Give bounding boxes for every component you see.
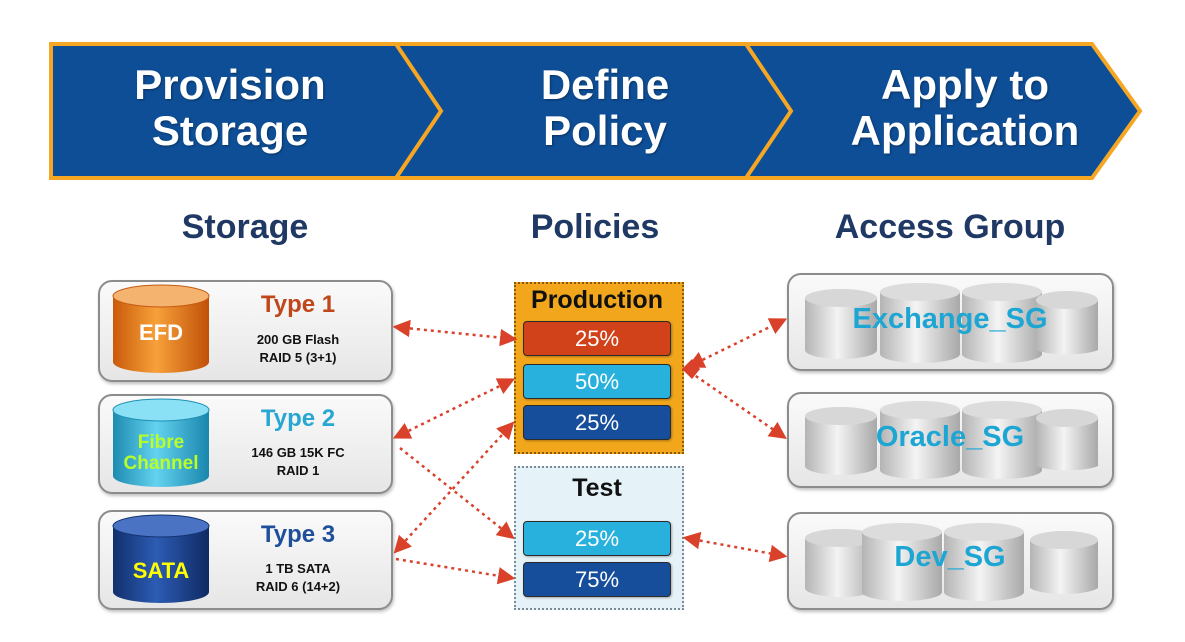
- storage-heading: Storage: [181, 208, 309, 246]
- production-tier-sata: 25%: [523, 405, 671, 440]
- production-connector-node: [682, 359, 700, 379]
- step-provision-line2: Storage: [151, 107, 309, 154]
- step-provision-label: Provision Storage: [95, 62, 365, 154]
- oracle-sg-label: Oracle_SG: [875, 421, 1025, 453]
- test-tier-fc: 25%: [523, 521, 671, 556]
- type2-detail: 146 GB 15K FC RAID 1: [251, 445, 345, 478]
- fibre-label-line1: Fibre: [137, 432, 185, 453]
- connector-type1-prod25: [392, 319, 518, 347]
- connector-test-dev: [682, 531, 788, 563]
- connector-production-exchange: [686, 318, 788, 368]
- sata-disk-label: SATA: [132, 558, 190, 583]
- exchange-sg-label: Exchange_SG: [852, 303, 1048, 335]
- connector-type2-prod50: [392, 378, 516, 439]
- step-define-line2: Policy: [543, 107, 667, 154]
- process-chevrons: [49, 42, 1143, 180]
- type1-detail: 200 GB Flash RAID 5 (3+1): [256, 332, 340, 365]
- connector-production-oracle: [689, 370, 787, 439]
- test-policy-title: Test: [572, 474, 622, 502]
- step-apply-label: Apply to Application: [820, 62, 1110, 154]
- policies-heading: Policies: [530, 208, 660, 246]
- type1-title: Type 1: [260, 291, 336, 318]
- production-policy-title: Production: [531, 286, 663, 314]
- test-tier-sata: 75%: [523, 562, 671, 597]
- production-tier-fc: 50%: [523, 364, 671, 399]
- step-apply-line1: Apply to: [881, 61, 1049, 108]
- step-provision-line1: Provision: [134, 61, 326, 108]
- step-chevron-apply: [742, 42, 1143, 180]
- type2-title: Type 2: [260, 405, 336, 432]
- fibre-label-line2: Channel: [123, 453, 199, 474]
- production-tier-efd: 25%: [523, 321, 671, 356]
- fibre-channel-disk-label: Fibre Channel: [113, 432, 209, 474]
- step-apply-line2: Application: [850, 107, 1080, 154]
- step-define-label: Define Policy: [470, 62, 740, 154]
- type3-detail: 1 TB SATA RAID 6 (14+2): [255, 561, 341, 594]
- dev-sg-label: Dev_SG: [894, 541, 1006, 573]
- connector-type3-prod25: [393, 421, 515, 554]
- connector-type2-test25: [399, 447, 515, 540]
- efd-disk-label: EFD: [139, 320, 183, 345]
- step-define-line1: Define: [540, 61, 670, 108]
- access-group-heading: Access Group: [834, 208, 1066, 246]
- connector-type3-test75: [395, 557, 516, 585]
- type3-title: Type 3: [260, 521, 336, 548]
